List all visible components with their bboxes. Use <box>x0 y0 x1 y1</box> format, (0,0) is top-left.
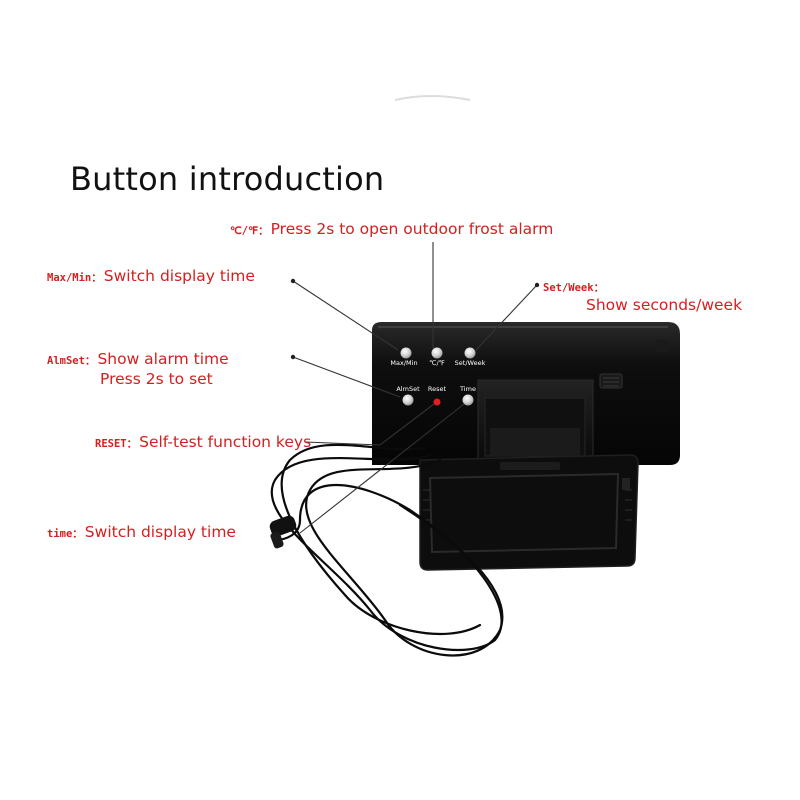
device-button-cf: ℃/℉ <box>429 347 445 367</box>
label-reset-code: RESET： <box>95 438 138 450</box>
svg-text:Set/Week: Set/Week <box>455 359 486 367</box>
svg-text:℃/℉: ℃/℉ <box>429 359 445 367</box>
leader-line-maxmin <box>292 280 399 351</box>
label-reset: RESET：Self-test function keys <box>95 433 311 451</box>
leader-line-time <box>299 403 465 534</box>
label-maxmin: Max/Min：Switch display time <box>47 267 255 285</box>
device-button-setweek: Set/Week <box>455 347 486 367</box>
label-cf: ℃/℉：Press 2s to open outdoor frost alarm <box>230 220 553 238</box>
temperature-sensor-probe <box>269 515 297 549</box>
label-maxmin-desc: Switch display time <box>103 267 255 285</box>
label-time-code: time： <box>47 528 83 540</box>
label-almset-desc2: Press 2s to set <box>100 370 213 388</box>
label-almset-desc: Show alarm time <box>97 350 229 368</box>
page-title: Button introduction <box>70 160 385 198</box>
svg-text:AlmSet: AlmSet <box>396 385 420 393</box>
device-button-almset: AlmSet <box>396 385 420 406</box>
device-button-reset: Reset <box>428 385 447 406</box>
label-setweek-desc: Show seconds/week <box>586 296 743 314</box>
svg-text:Reset: Reset <box>428 385 447 393</box>
device-button-maxmin: Max/Min <box>390 347 418 367</box>
svg-text:Time: Time <box>459 385 476 393</box>
label-reset-desc: Self-test function keys <box>139 433 312 451</box>
leader-line-reset <box>304 441 381 446</box>
svg-text:Max/Min: Max/Min <box>390 359 417 367</box>
battery-cover <box>419 454 639 571</box>
label-setweek-code: Set/Week： <box>543 282 605 294</box>
label-almset-code: AlmSet： <box>47 355 96 367</box>
device-button-time: Time <box>459 385 476 406</box>
label-cf-desc: Press 2s to open outdoor frost alarm <box>270 220 554 238</box>
label-maxmin-code: Max/Min： <box>47 272 102 284</box>
leader-line-almset <box>292 356 401 398</box>
label-time-desc: Switch display time <box>84 523 236 541</box>
label-time: time：Switch display time <box>47 523 236 541</box>
leader-line-setweek <box>475 284 538 351</box>
label-setweek: Set/Week： <box>543 277 606 295</box>
label-cf-code: ℃/℉： <box>230 225 269 237</box>
label-almset: AlmSet：Show alarm time <box>47 350 229 368</box>
